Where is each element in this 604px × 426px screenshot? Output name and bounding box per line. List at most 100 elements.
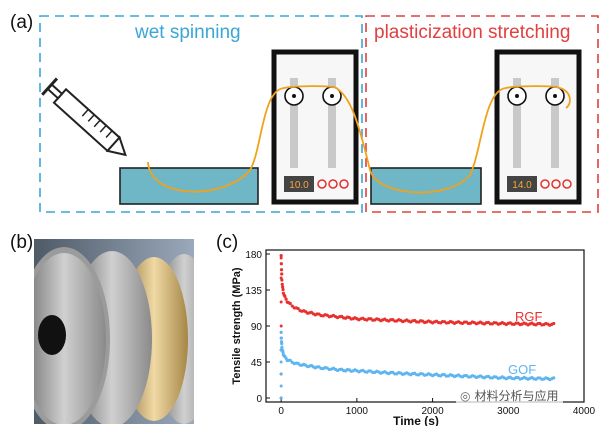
gof-data-point [454,374,459,378]
y-axis-label: Tensile strength (MPa) [231,267,243,384]
gof-data-point [434,372,439,376]
gof-data-point [419,371,423,376]
rgf-data-point [480,321,484,325]
gof-data-point [343,369,348,373]
gof-data-point [298,363,302,367]
rgf-data-point [452,321,457,325]
rgf-data-point [355,317,359,321]
rgf-data-point [506,321,510,325]
gof-data-point [361,368,365,372]
gof-data-point [514,375,518,380]
rgf-data-point [514,321,518,325]
rgf-data-point [296,306,300,311]
gof-data-point [522,375,526,380]
rgf-data-point [353,316,357,320]
gof-data-point [484,375,488,379]
x-tick-label: 1000 [346,406,369,417]
gof-data-point [383,370,387,374]
wet-spinning-title: wet spinning [135,22,241,43]
rgf-data-point [544,321,548,326]
watermark-text: 材料分析与应用 [474,389,559,403]
stretching-machine-1 [271,49,359,205]
rgf-data-point [401,320,405,324]
gof-data-point [520,376,524,381]
rgf-data-point [325,313,329,317]
rgf-data-point [478,320,482,324]
gof-data-point [450,373,455,378]
gof-data-point [331,366,336,370]
rgf-data-point [292,306,296,310]
rgf-data-point [498,322,502,326]
gof-data-point [516,376,520,380]
gof-data-point [377,370,381,374]
gof-data-point [486,374,490,379]
rgf-data-point [421,319,425,323]
gof-data-point [279,336,283,340]
gof-data-point [446,374,451,378]
rgf-data-point [377,317,381,322]
x-tick-label: 4000 [573,406,596,417]
gof-data-point [283,354,287,358]
fiber-spool-photo [34,239,194,424]
y-tick-label: 90 [251,322,263,333]
gof-data-point [423,373,427,377]
rgf-data-point [385,318,389,322]
gof-data-point [510,376,514,381]
gof-data-point [389,370,393,375]
rgf-data-point [494,321,498,325]
gof-data-point [530,375,534,380]
gof-data-point [440,372,445,377]
gof-loading-point [279,396,283,400]
x-tick-label: 0 [278,406,284,417]
gof-data-point [506,376,510,380]
rgf-data-point [532,322,536,327]
gof-data-point [405,371,409,375]
rgf-data-point [300,309,304,313]
rgf-data-point [460,321,465,326]
gof-data-point [287,358,291,362]
gof-data-point [317,365,321,369]
gof-data-point [430,374,435,378]
rgf-data-point [496,322,500,326]
gof-data-point [462,374,467,378]
gof-data-point [325,366,329,370]
gof-data-point [347,368,351,372]
rgf-data-point [321,314,325,318]
gof-loading-point [279,384,283,388]
rgf-data-point [280,272,284,276]
rgf-data-point [357,318,361,322]
rgf-data-point [285,300,289,304]
gof-data-point [294,361,298,365]
rgf-data-point [307,311,312,315]
gof-data-point [512,377,516,381]
rgf-data-point [280,278,284,282]
x-tick-label: 2000 [421,406,444,417]
fiber-path [147,85,571,194]
gof-data-point [306,365,310,369]
rgf-data-point [342,316,346,320]
gof-data-point [359,369,363,373]
gof-data-point [488,376,492,380]
rgf-data-point [466,321,471,326]
rgf-data-point [371,318,375,322]
rgf-data-point [281,287,285,292]
gof-data-point [351,369,355,373]
gof-data-point [436,373,441,378]
rgf-data-point [552,321,556,326]
gof-data-point [524,376,528,380]
rgf-data-point [536,321,540,326]
rgf-data-point [500,320,504,325]
gof-data-point [544,376,548,380]
rgf-data-point [283,294,287,298]
watermark: ◎ 材料分析与应用 [456,386,563,405]
rgf-data-point [462,320,467,324]
x-axis-label: Time (s) [393,414,439,426]
gof-data-point [397,370,401,375]
legend-rgf: RGF [515,309,543,324]
coagulation-bath-2 [370,167,482,205]
rgf-data-point [548,323,552,327]
gof-data-point [542,377,546,381]
rgf-data-point [446,321,451,325]
rgf-data-point [472,321,477,325]
rgf-data-point [407,319,411,323]
